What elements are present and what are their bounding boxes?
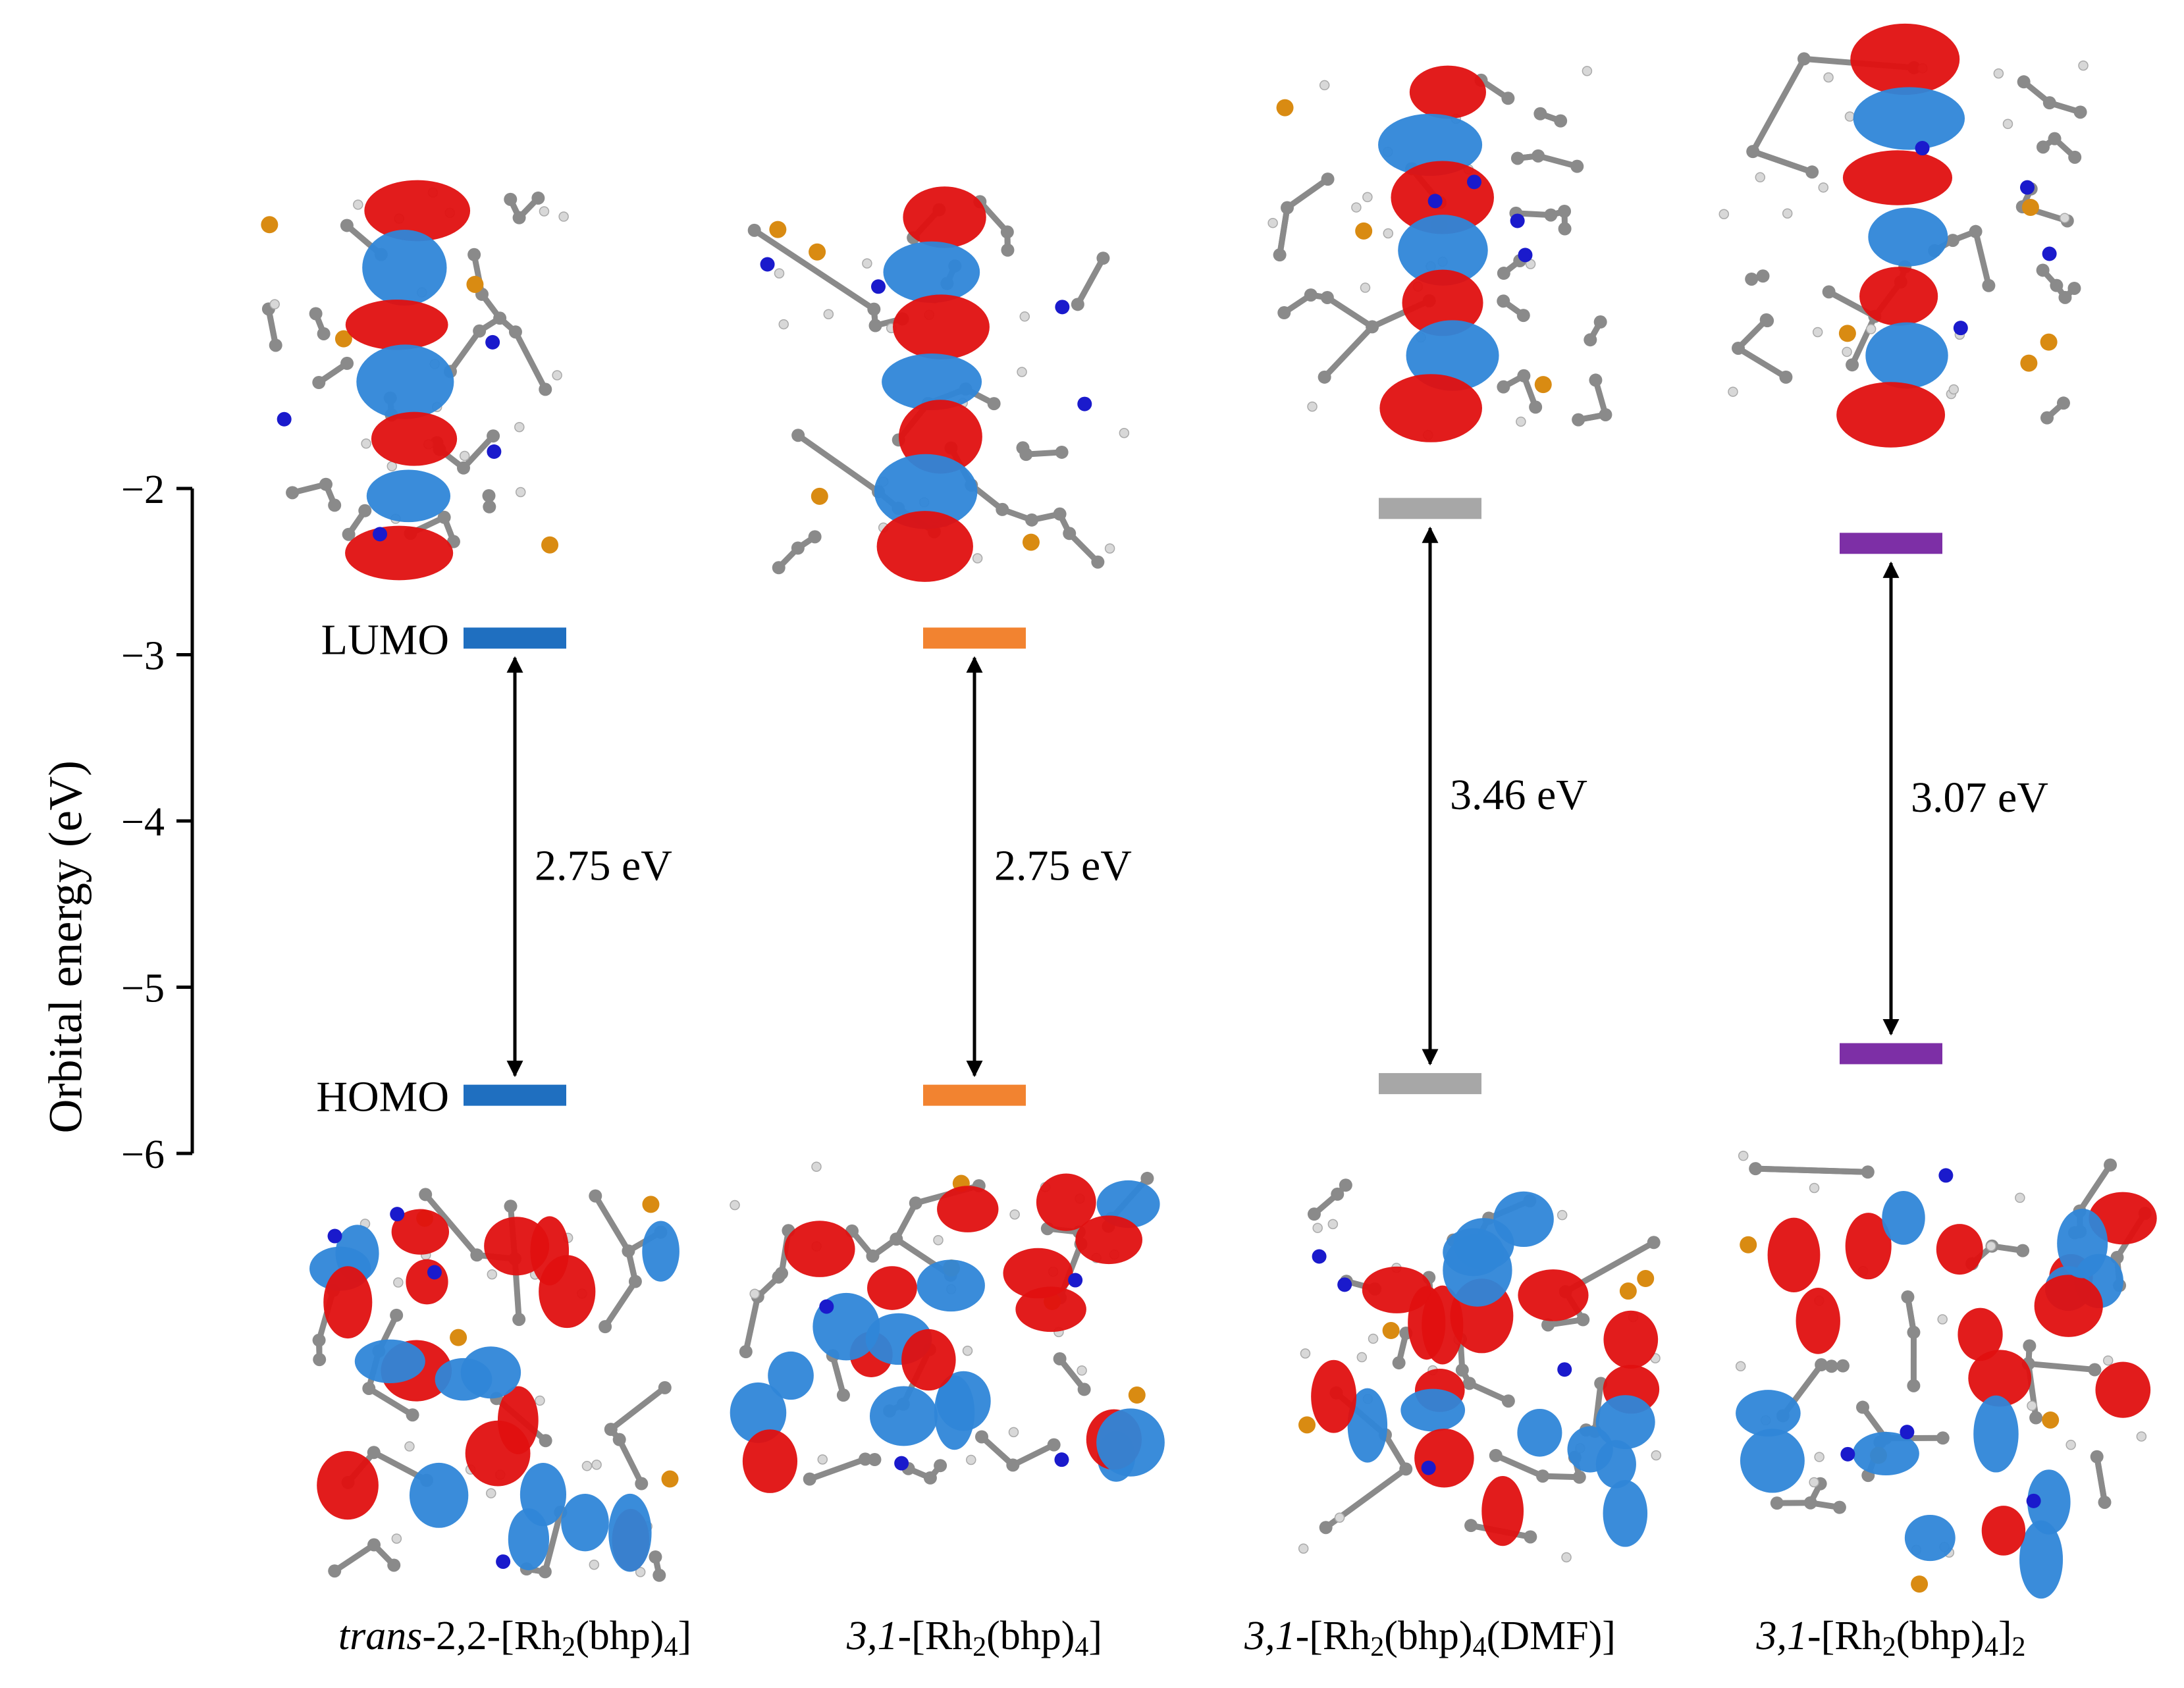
y-tick-label: −2: [121, 467, 165, 512]
lumo-isosurface-image: [1267, 65, 1612, 442]
system-levels: 3.07 eV: [1840, 533, 2048, 1065]
homo-level: [464, 1084, 566, 1106]
energy-levels: 2.75 eV LUMO HOMO 2.75 eV 3.46 eV 3.07 eV: [316, 498, 2048, 1121]
system-levels: 2.75 eV: [923, 627, 1132, 1106]
system-caption: 3,1-[Rh2(bhp)4(DMF)]: [1244, 1614, 1616, 1662]
gap-label: 2.75 eV: [535, 841, 672, 889]
system-levels: 2.75 eV LUMO HOMO: [316, 616, 672, 1121]
lumo-level: [1379, 498, 1481, 519]
homo-level: [923, 1084, 1026, 1106]
lumo-level: [923, 627, 1026, 649]
homo-level: [1840, 1043, 1942, 1065]
homo-isosurface-image: [1735, 1150, 2157, 1599]
y-tick-label: −4: [121, 800, 165, 845]
y-axis: −2 −3 −4 −5 −6: [121, 467, 194, 1177]
gap-label: 3.46 eV: [1450, 771, 1587, 819]
gap-label: 2.75 eV: [994, 841, 1132, 889]
y-tick-label: −5: [121, 966, 165, 1011]
system-caption: trans-2,2-[Rh2(bhp)4]: [338, 1614, 692, 1662]
lumo-level: [1840, 533, 1942, 554]
homo-isosurface-image: [730, 1161, 1165, 1493]
lumo-isosurface-image: [1718, 23, 2089, 448]
homo-isosurface-image: [1298, 1178, 1662, 1563]
system-caption: 3,1-[Rh2(bhp)4]2: [1756, 1614, 2026, 1662]
gap-label: 3.07 eV: [1911, 774, 2048, 822]
y-axis-label: Orbital energy (eV): [39, 760, 92, 1134]
y-tick-label: −6: [121, 1132, 165, 1177]
lumo-label: LUMO: [321, 616, 449, 664]
system-caption: 3,1-[Rh2(bhp)4]: [846, 1614, 1103, 1662]
system-levels: 3.46 eV: [1379, 498, 1587, 1094]
lumo-isosurface-image: [747, 186, 1130, 582]
y-tick-label: −3: [121, 634, 165, 679]
homo-label: HOMO: [316, 1073, 449, 1121]
homo-isosurface-image: [309, 1188, 679, 1582]
homo-level: [1379, 1072, 1481, 1094]
lumo-isosurface-image: [261, 180, 569, 581]
lumo-level: [464, 627, 566, 649]
